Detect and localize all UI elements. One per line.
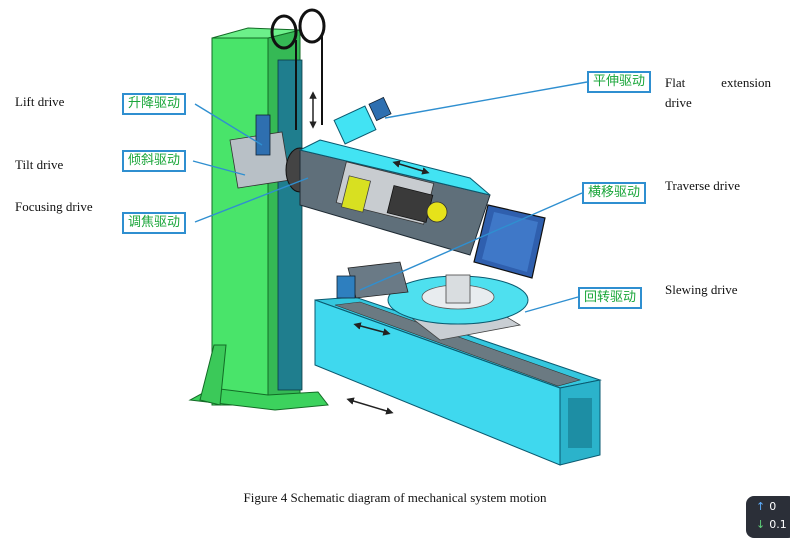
lift-pulley-1	[270, 14, 298, 50]
label-focusing-en: Focusing drive	[15, 199, 93, 214]
base-rail	[334, 301, 582, 387]
upload-speed: 0	[769, 500, 777, 513]
leader-tilt	[192, 160, 246, 176]
label-slewing-cn: 回转驱动	[578, 287, 643, 309]
label-lift-cn: 升降驱动	[122, 93, 187, 115]
slewing-motor-cap	[336, 275, 356, 299]
leader-lift	[194, 103, 263, 146]
tilt-motor	[255, 114, 271, 156]
slewing-motor	[347, 261, 409, 299]
flat-motor-cap	[368, 96, 392, 122]
label-focusing-cn: 调焦驱动	[122, 212, 187, 234]
label-tilt-cn: 倾斜驱动	[122, 150, 187, 172]
workpiece	[445, 274, 471, 304]
label-tilt-en: Tilt drive	[15, 157, 64, 172]
leader-traverse	[359, 192, 583, 291]
focus-yellow	[340, 175, 372, 213]
label-traverse-cn: 横移驱动	[582, 182, 647, 204]
figure-caption: Figure 4 Schematic diagram of mechanical…	[243, 490, 547, 505]
label-flat-extension-cn: 平伸驱动	[587, 71, 652, 93]
flat-motor	[333, 105, 377, 145]
column-gusset	[199, 344, 227, 406]
leader-flat	[384, 81, 588, 119]
label-slewing-en: Slewing drive	[665, 282, 738, 297]
leader-slewing	[524, 296, 579, 313]
label-lift-en: Lift drive	[15, 94, 65, 109]
label-traverse-en: Traverse drive	[665, 178, 740, 193]
leader-focus	[194, 177, 309, 223]
arrow-down-icon: ↓	[756, 518, 766, 531]
base-end-slot	[568, 398, 592, 448]
network-speed-widget[interactable]: ↑0 ↓0.1	[746, 496, 790, 538]
focus-knob	[426, 201, 448, 223]
lift-pulley-2	[298, 8, 326, 44]
label-flat-extension-en-line2: drive	[665, 95, 692, 110]
arrow-up-icon: ↑	[756, 500, 766, 513]
column-slide	[277, 59, 303, 391]
label-flat-extension-en: Flat extension	[665, 75, 771, 90]
download-speed: 0.1	[769, 518, 787, 531]
